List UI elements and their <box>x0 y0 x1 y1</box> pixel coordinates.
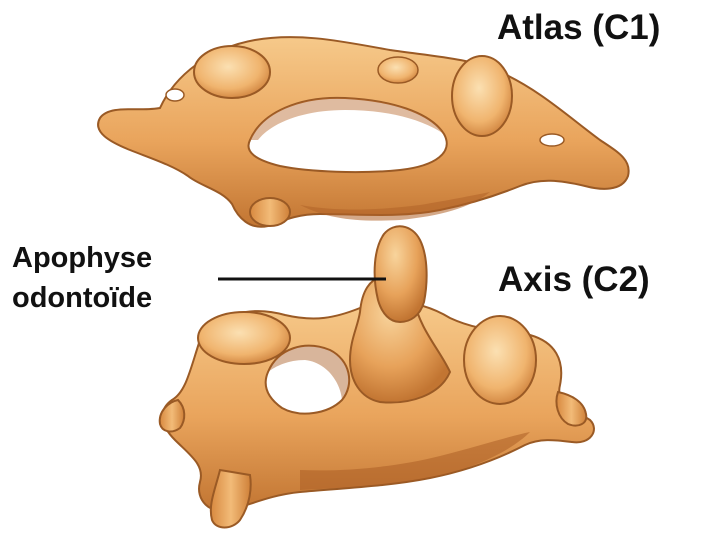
atlas-right-foramen <box>540 134 564 146</box>
atlas-left-foramen <box>166 89 184 101</box>
atlas-anterior-tubercle <box>378 57 418 83</box>
atlas-left-facet <box>194 46 270 98</box>
axis-spinous-process <box>211 470 251 528</box>
atlas-posterior-tubercle <box>250 198 290 226</box>
dens-label-line2: odontoïde <box>12 278 152 318</box>
dens-label-line1: Apophyse <box>12 238 152 278</box>
axis-label: Axis (C2) <box>498 260 650 300</box>
atlas-label: Atlas (C1) <box>497 8 660 48</box>
axis-right-facet <box>464 316 536 404</box>
axis-dens <box>375 226 427 322</box>
atlas-right-facet <box>452 56 512 136</box>
axis-left-process <box>160 400 185 431</box>
atlas-ring <box>98 37 629 227</box>
dens-label: Apophyse odontoïde <box>12 238 152 318</box>
axis-left-facet <box>198 312 290 364</box>
atlas-vertebra <box>98 37 629 227</box>
